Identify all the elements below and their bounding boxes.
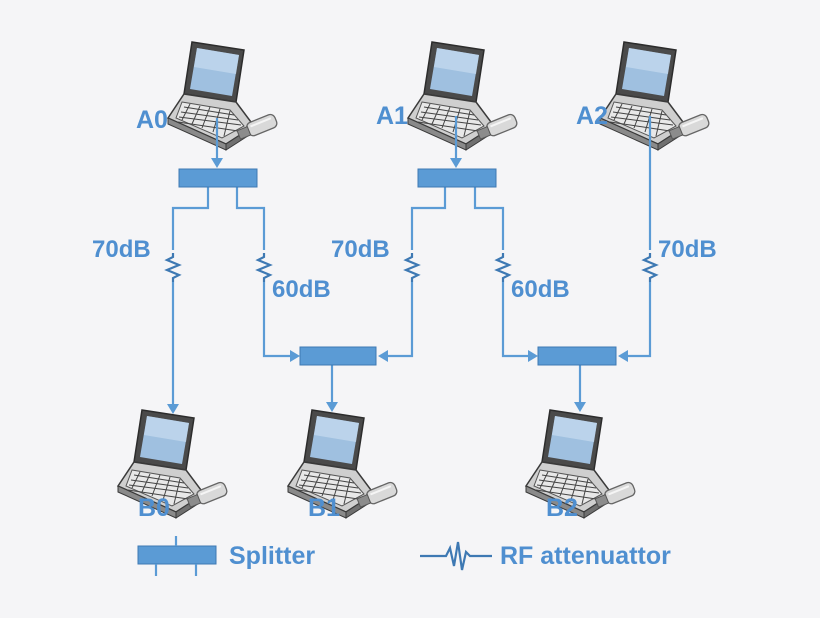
rf-attenuator-a2-icon bbox=[642, 251, 658, 284]
splitter-b2-icon bbox=[537, 346, 617, 366]
rf-attenuator-a0-left-icon bbox=[165, 251, 181, 284]
legend-splitter-label: Splitter bbox=[229, 542, 315, 570]
legend-attenuator-label: RF attenuattor bbox=[500, 542, 671, 570]
rf-attenuator-a0-right-icon bbox=[256, 251, 272, 284]
rf-attenuator-a1-left-icon bbox=[404, 251, 420, 284]
splitter-a1-icon bbox=[417, 168, 497, 188]
attenuator-label-a2: 70dB bbox=[658, 236, 717, 263]
legend-rf-attenuator-icon bbox=[420, 541, 492, 571]
node-label-a1: A1 bbox=[376, 102, 408, 130]
laptop-a1-icon bbox=[407, 41, 520, 151]
legend-splitter-icon bbox=[137, 536, 217, 576]
attenuator-label-a0-left: 70dB bbox=[92, 236, 151, 263]
laptop-a0-icon bbox=[167, 41, 280, 151]
laptop-a2-icon bbox=[599, 41, 712, 151]
rf-attenuator-a1-right-icon bbox=[495, 251, 511, 284]
node-label-a0: A0 bbox=[136, 106, 168, 134]
node-label-a2: A2 bbox=[576, 102, 608, 130]
laptop-b1-icon bbox=[287, 409, 400, 519]
splitter-b1-icon bbox=[299, 346, 377, 366]
laptop-b2-icon bbox=[525, 409, 638, 519]
node-label-b1: B1 bbox=[308, 494, 340, 522]
node-label-b2: B2 bbox=[546, 494, 578, 522]
splitter-a0-icon bbox=[178, 168, 258, 188]
attenuator-label-a1-left: 70dB bbox=[331, 236, 390, 263]
wiring bbox=[167, 116, 652, 414]
attenuator-label-a0-right: 60dB bbox=[272, 276, 331, 303]
attenuator-label-a1-right: 60dB bbox=[511, 276, 570, 303]
legend: Splitter RF attenuattor bbox=[137, 536, 671, 576]
node-label-b0: B0 bbox=[138, 494, 170, 522]
laptop-b0-icon bbox=[117, 409, 230, 519]
